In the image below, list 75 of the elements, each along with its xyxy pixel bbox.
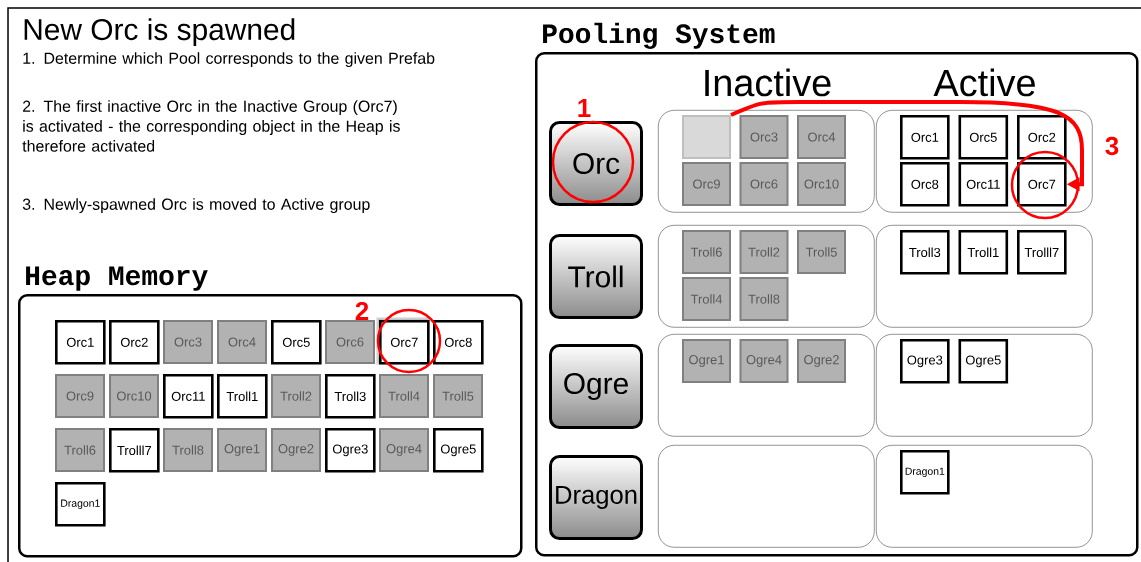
group-panel (876, 225, 1093, 328)
pool-button: Ogre (549, 344, 643, 429)
column-heading: Active (933, 68, 1035, 97)
object-tile: Orc8 (900, 162, 950, 207)
object-tile: Troll3 (900, 230, 950, 275)
object-tile: Ogre3 (900, 339, 950, 384)
object-tile: Orc1 (900, 115, 950, 160)
object-tile: Orc3 (163, 320, 213, 364)
object-tile: Orc10 (797, 162, 846, 206)
object-tile: Dragon1 (55, 482, 106, 527)
object-tile: Ogre5 (433, 428, 484, 473)
object-tile: Troll2 (739, 230, 789, 274)
title: New Orc is spawned (24, 18, 295, 47)
object-tile: Orc5 (271, 320, 322, 365)
object-tile: Orc6 (325, 320, 375, 364)
object-tile: Orc11 (958, 162, 1009, 207)
step-number: 1 (578, 99, 591, 117)
group-panel (876, 445, 1093, 548)
object-tile: Orc7 (1017, 162, 1067, 207)
object-tile: Orc9 (55, 374, 105, 418)
step-number: 2 (355, 301, 369, 321)
pool-button: Dragon (549, 455, 643, 540)
arrow (730, 100, 1084, 192)
group-panel (658, 225, 875, 328)
object-tile: Orc1 (55, 320, 106, 365)
object-tile: Ogre1 (682, 339, 731, 383)
step-text: 2. The first inactive Orc in the Inactive Group (Orc7) is activated - the corresponding object in the Heap is therefore activated (22, 100, 400, 152)
object-tile: Troll6 (55, 428, 105, 472)
object-tile: Ogre1 (217, 428, 267, 472)
group-panel (876, 110, 1093, 213)
object-tile: Orc6 (739, 162, 789, 206)
group-panel (658, 445, 875, 548)
object-tile: Troll2 (271, 374, 321, 418)
object-tile: Orc10 (109, 374, 159, 418)
group-panel (658, 110, 875, 213)
pool-button: Orc (549, 121, 643, 206)
object-tile: Ogre5 (958, 339, 1009, 384)
column-heading: Inactive (705, 68, 831, 97)
object-tile: Troll1 (217, 374, 268, 419)
group-panel (658, 334, 875, 437)
step-text: 3. Newly-spawned Orc is moved to Active group (22, 198, 370, 214)
object-tile: Troll6 (682, 230, 731, 274)
pool-button: Troll (549, 234, 643, 319)
node-label: Heap Memory (26, 266, 208, 291)
object-tile: Orc5 (958, 115, 1009, 160)
object-tile: Ogre4 (739, 339, 789, 383)
object-tile: Orc7 (376, 317, 430, 365)
step-number: 3 (1105, 136, 1119, 156)
node-label: Pooling System (543, 22, 775, 49)
group-panel (876, 334, 1093, 437)
object-tile: Troll5 (433, 374, 483, 418)
object-tile: Orc3 (739, 115, 789, 159)
step-text: 1. Determine which Pool corresponds to the given Prefab (23, 52, 435, 68)
object-tile: Ogre4 (379, 428, 429, 472)
object-tile: Orc8 (433, 320, 484, 365)
object-tile: Orc9 (682, 162, 731, 206)
object-tile: Troll8 (739, 277, 789, 321)
object-tile: Orc2 (109, 320, 160, 365)
object-tile: Trolll7 (1017, 230, 1067, 275)
object-tile: Troll5 (797, 230, 846, 274)
object-tile: Troll8 (163, 428, 213, 472)
object-tile: Ogre3 (325, 428, 376, 473)
object-tile: Orc4 (797, 115, 846, 159)
object-tile: Trolll7 (109, 428, 160, 473)
object-tile: Troll1 (958, 230, 1009, 275)
object-tile: Dragon1 (900, 450, 950, 495)
object-tile: Ogre2 (797, 339, 846, 383)
object-tile: Troll4 (379, 374, 429, 418)
empty-slot (682, 115, 731, 159)
object-tile: Orc4 (217, 320, 267, 364)
object-tile: Orc11 (163, 374, 214, 419)
object-tile: Ogre2 (271, 428, 321, 472)
object-tile: Troll4 (682, 277, 731, 321)
object-tile: Orc2 (1017, 115, 1067, 160)
object-tile: Troll3 (325, 374, 376, 419)
